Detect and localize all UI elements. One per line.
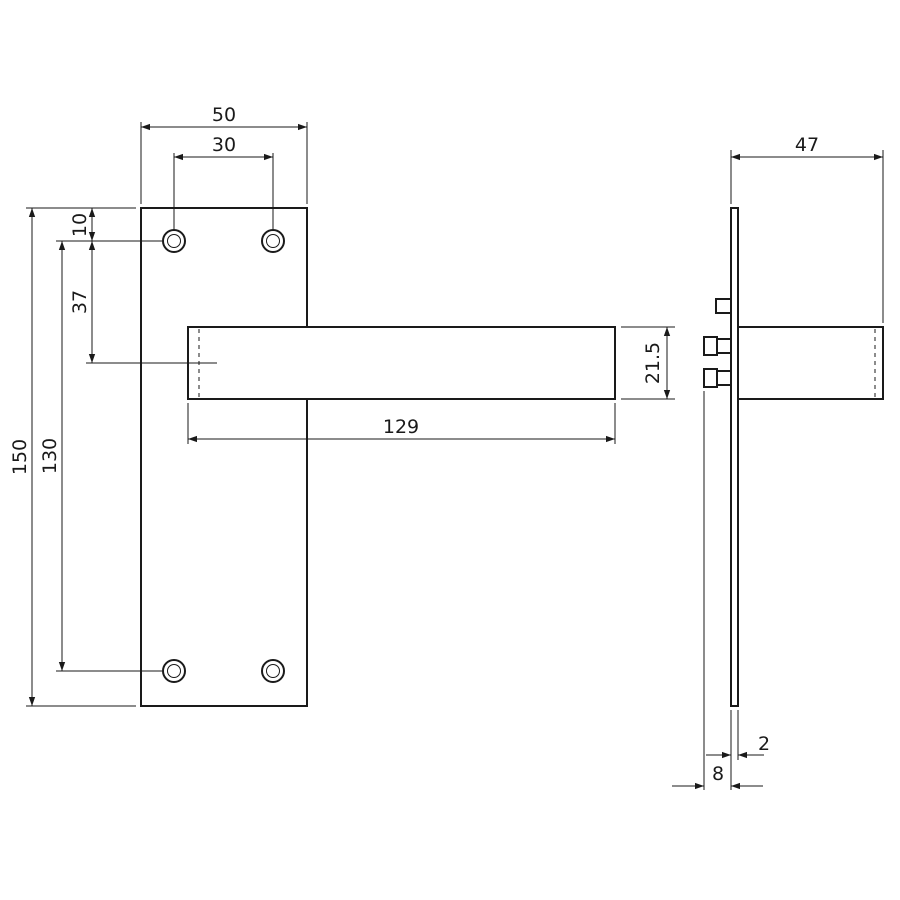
side-boss-upper	[715, 298, 732, 314]
side-boss-lower-inner	[716, 370, 732, 386]
side-boss-middle	[703, 336, 718, 356]
dim-hole-spacing-horizontal: 30	[212, 134, 236, 156]
dim-plate-thickness: 2	[758, 733, 770, 755]
dim-lever-axis-offset: 37	[69, 290, 91, 314]
lever-handle	[187, 326, 616, 400]
screw-hole-top-left	[162, 229, 186, 253]
dim-lever-length: 129	[383, 416, 419, 438]
backplate	[140, 207, 308, 707]
front-view: 50 30 150 130 10 37 129 21.5	[9, 104, 675, 707]
side-backplate	[730, 207, 739, 707]
side-boss-middle-inner	[716, 338, 732, 354]
dim-plate-height: 150	[9, 439, 31, 475]
dim-projection: 47	[795, 134, 819, 156]
screw-hole-top-right	[261, 229, 285, 253]
side-boss-lower	[703, 368, 718, 388]
dim-lever-height: 21.5	[642, 342, 664, 384]
screw-hole-bottom-left	[162, 659, 186, 683]
side-view: 47 2 8	[672, 134, 884, 790]
dim-hole-spacing-vertical: 130	[39, 438, 61, 474]
dim-plate-width: 50	[212, 104, 236, 126]
dim-top-hole-offset: 10	[69, 213, 91, 237]
dim-spindle-offset: 8	[712, 763, 724, 785]
screw-hole-bottom-right	[261, 659, 285, 683]
side-lever	[737, 326, 884, 400]
